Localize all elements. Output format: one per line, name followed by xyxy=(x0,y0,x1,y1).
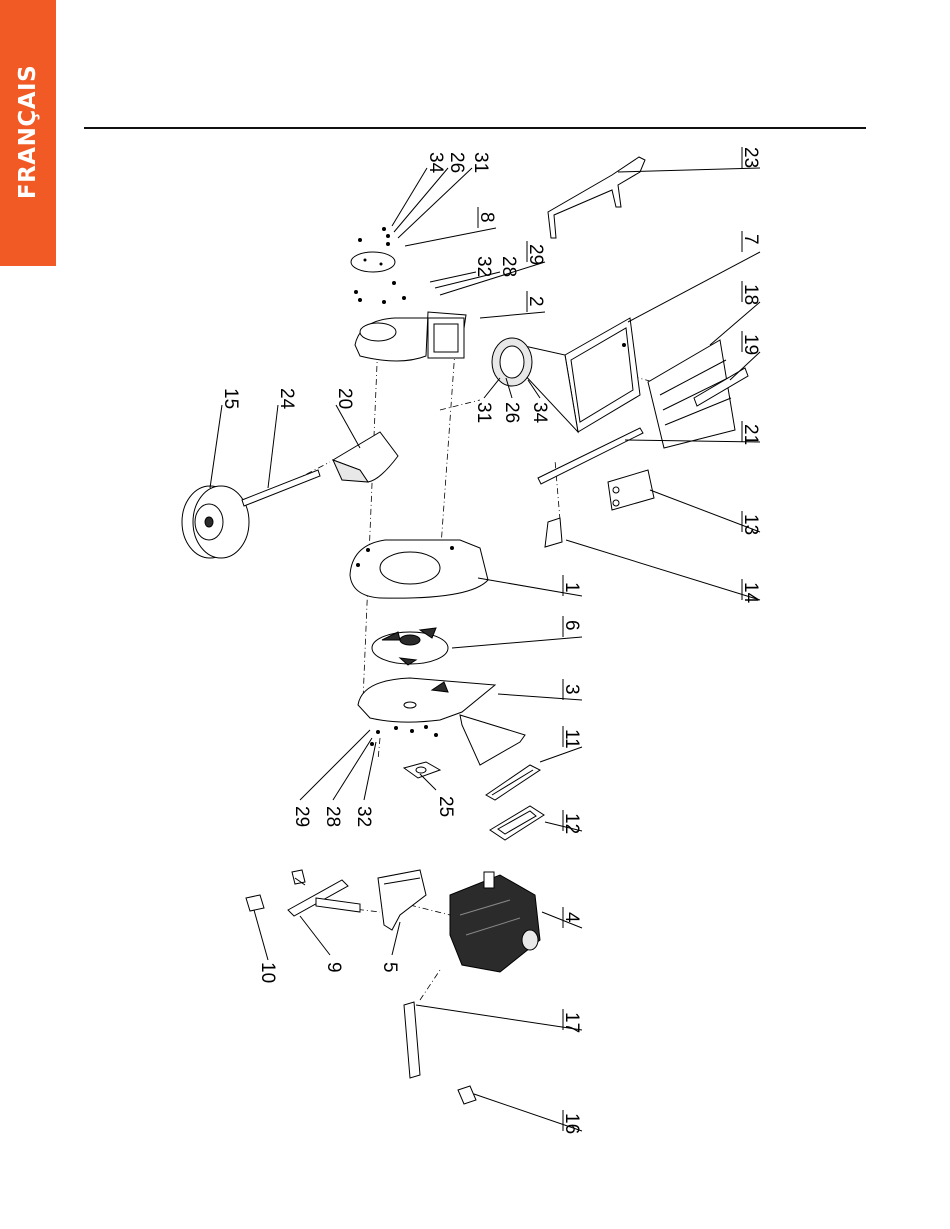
label-29-low: 29 xyxy=(291,806,312,827)
label-11: 11 xyxy=(561,729,582,749)
label-12: 12 xyxy=(561,813,582,834)
label-32-top: 32 xyxy=(473,256,494,277)
label-29-top: 29 xyxy=(525,244,546,265)
part-16-foot-pad xyxy=(458,1086,476,1104)
part-13-bracket xyxy=(608,470,654,510)
label-21: 21 xyxy=(740,424,761,445)
label-10: 10 xyxy=(257,962,278,983)
label-ticks xyxy=(478,147,742,1131)
label-1: 1 xyxy=(561,582,582,593)
part-11-gasket xyxy=(486,765,540,800)
label-8: 8 xyxy=(476,212,497,223)
label-2: 2 xyxy=(525,296,546,307)
label-32-low: 32 xyxy=(353,806,374,827)
part-4-engine xyxy=(450,872,540,972)
label-13: 13 xyxy=(740,514,761,535)
fastener-set-bottom xyxy=(370,725,438,746)
label-6: 6 xyxy=(561,620,582,631)
part-12-gasket xyxy=(490,806,544,840)
label-24: 24 xyxy=(276,388,297,410)
label-34-top: 34 xyxy=(425,152,446,174)
part-24-axle xyxy=(242,470,320,506)
part-17-leg xyxy=(404,1002,420,1078)
label-34-mid: 34 xyxy=(529,402,550,424)
part-10-block xyxy=(246,870,305,911)
label-20: 20 xyxy=(334,388,355,409)
label-17: 17 xyxy=(561,1012,582,1033)
label-5: 5 xyxy=(379,962,400,973)
part-6-impeller xyxy=(372,628,448,665)
part-14-bracket xyxy=(545,518,562,547)
label-15: 15 xyxy=(220,388,241,409)
part-3-base-plate xyxy=(358,678,525,765)
label-31-mid: 31 xyxy=(473,402,494,423)
part-1-main-housing xyxy=(350,540,488,598)
part-21-rod xyxy=(538,428,643,484)
part-number-labels: 23 7 18 19 21 13 14 1 6 3 11 12 4 17 16 … xyxy=(220,147,761,1134)
label-16: 16 xyxy=(561,1113,582,1134)
part-2-upper-housing xyxy=(355,312,466,361)
part-8-cap xyxy=(351,252,395,272)
part-9-frame xyxy=(288,880,360,916)
label-7: 7 xyxy=(740,234,761,245)
label-23: 23 xyxy=(740,147,761,168)
label-25: 25 xyxy=(435,796,456,817)
label-28-mid: 26 xyxy=(501,402,522,423)
part-20-chute xyxy=(333,432,398,482)
part-23-handle xyxy=(548,157,645,238)
label-14: 14 xyxy=(740,582,761,604)
part-5-engine-mount xyxy=(378,870,426,930)
label-19: 19 xyxy=(740,334,761,355)
label-18: 18 xyxy=(740,284,761,305)
label-31-top: 31 xyxy=(470,152,491,173)
leader-lines xyxy=(210,168,760,1131)
label-3: 3 xyxy=(561,684,582,695)
label-28-top: 26 xyxy=(446,152,467,173)
part-15-wheel xyxy=(182,486,249,558)
label-26-top: 28 xyxy=(498,256,519,277)
label-4: 4 xyxy=(561,912,582,923)
part-18-flap xyxy=(648,340,735,448)
part-ring-flange xyxy=(492,338,532,386)
label-9: 9 xyxy=(323,962,344,973)
label-26-low: 28 xyxy=(322,806,343,827)
